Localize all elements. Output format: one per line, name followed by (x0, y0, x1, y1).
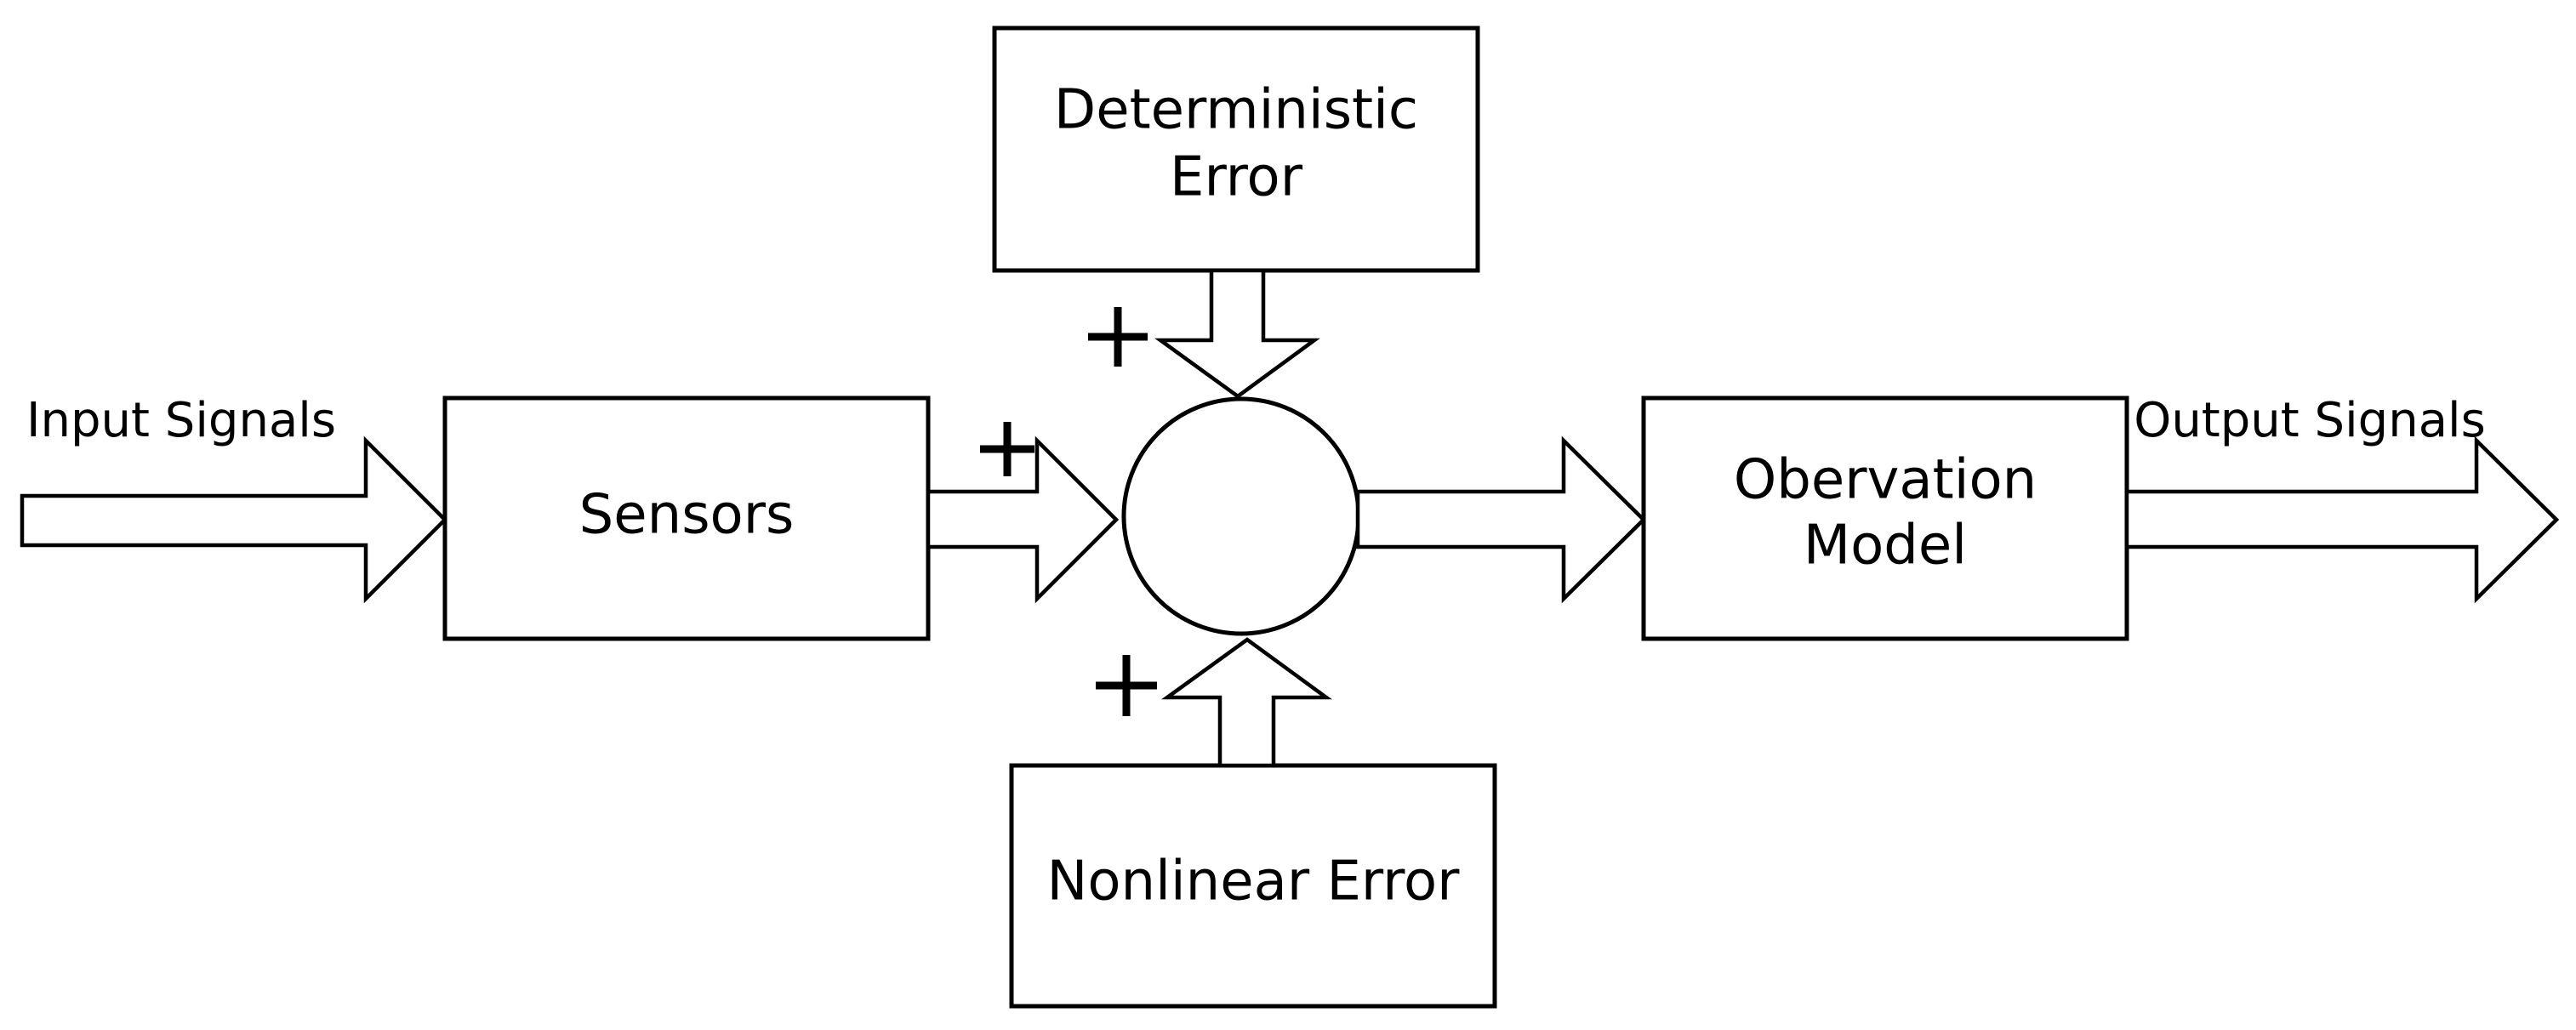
input-arrow (20, 435, 448, 604)
nonlinear-plus-sign (1096, 655, 1157, 716)
output-arrow (2124, 435, 2560, 604)
deterministic-error-label-line1: Deterministic (1054, 79, 1418, 142)
nonlinear-error-label: Nonlinear Error (1047, 851, 1461, 913)
sensors-to-sum-arrow (926, 435, 1120, 604)
deterministic-error-label-line2: Error (1170, 146, 1303, 209)
sum-to-observation-arrow (1355, 435, 1647, 604)
observation-model-label-line1: Obervation (1734, 449, 2037, 512)
deterministic-error-box (992, 26, 1480, 273)
sensors-label: Sensors (579, 484, 795, 547)
deterministic-to-sum-arrow (1154, 268, 1320, 399)
input-signals-label: Input Signals (26, 393, 336, 448)
observation-model-box (1641, 395, 2129, 641)
deterministic-plus-sign (1088, 307, 1148, 367)
nonlinear-error-box (1009, 763, 1497, 1009)
sensors-plus-sign (980, 422, 1034, 476)
sensors-box (442, 395, 931, 641)
output-signals-label: Output Signals (2134, 393, 2486, 448)
summing-node (1121, 396, 1361, 636)
nonlinear-to-sum-arrow (1161, 637, 1332, 768)
nonlinear-sign-text: + (0, 0, 1, 2)
observation-model-label-line2: Model (1804, 515, 1967, 578)
